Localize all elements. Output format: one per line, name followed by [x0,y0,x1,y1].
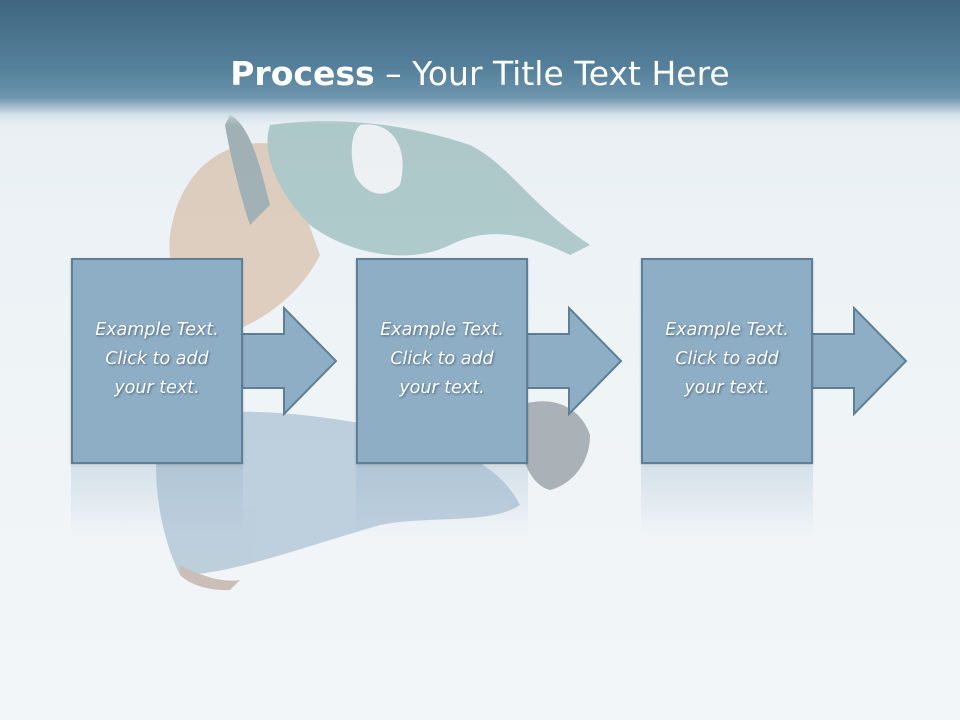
step-3-box[interactable]: Example Text. Click to add your text. [641,258,813,464]
step-2-text: Example Text. Click to add your text. [358,316,526,403]
title-bold: Process [230,54,375,93]
step-2-line-1: Example Text. [380,320,504,340]
title-rest: – Your Title Text Here [374,54,730,93]
step-2-arrow-icon [525,306,623,416]
step-2-box[interactable]: Example Text. Click to add your text. [356,258,528,464]
step-3-line-2: Click to add [675,349,779,369]
step-3-arrow-icon [810,306,908,416]
step-3-reflection [641,466,813,536]
step-3-text: Example Text. Click to add your text. [643,316,811,403]
step-1-line-3: your text. [114,378,200,398]
step-2-line-2: Click to add [390,349,494,369]
step-1-line-2: Click to add [105,349,209,369]
step-1-reflection [71,466,243,536]
title-bar [0,0,960,125]
step-3-line-3: your text. [684,378,770,398]
step-2-reflection [356,466,528,536]
step-3-line-1: Example Text. [665,320,789,340]
step-1-line-1: Example Text. [95,320,219,340]
step-2-line-3: your text. [399,378,485,398]
step-1-arrow-icon [240,306,338,416]
slide-title[interactable]: Process – Your Title Text Here [0,52,960,96]
step-1-text: Example Text. Click to add your text. [73,316,241,403]
step-1-box[interactable]: Example Text. Click to add your text. [71,258,243,464]
